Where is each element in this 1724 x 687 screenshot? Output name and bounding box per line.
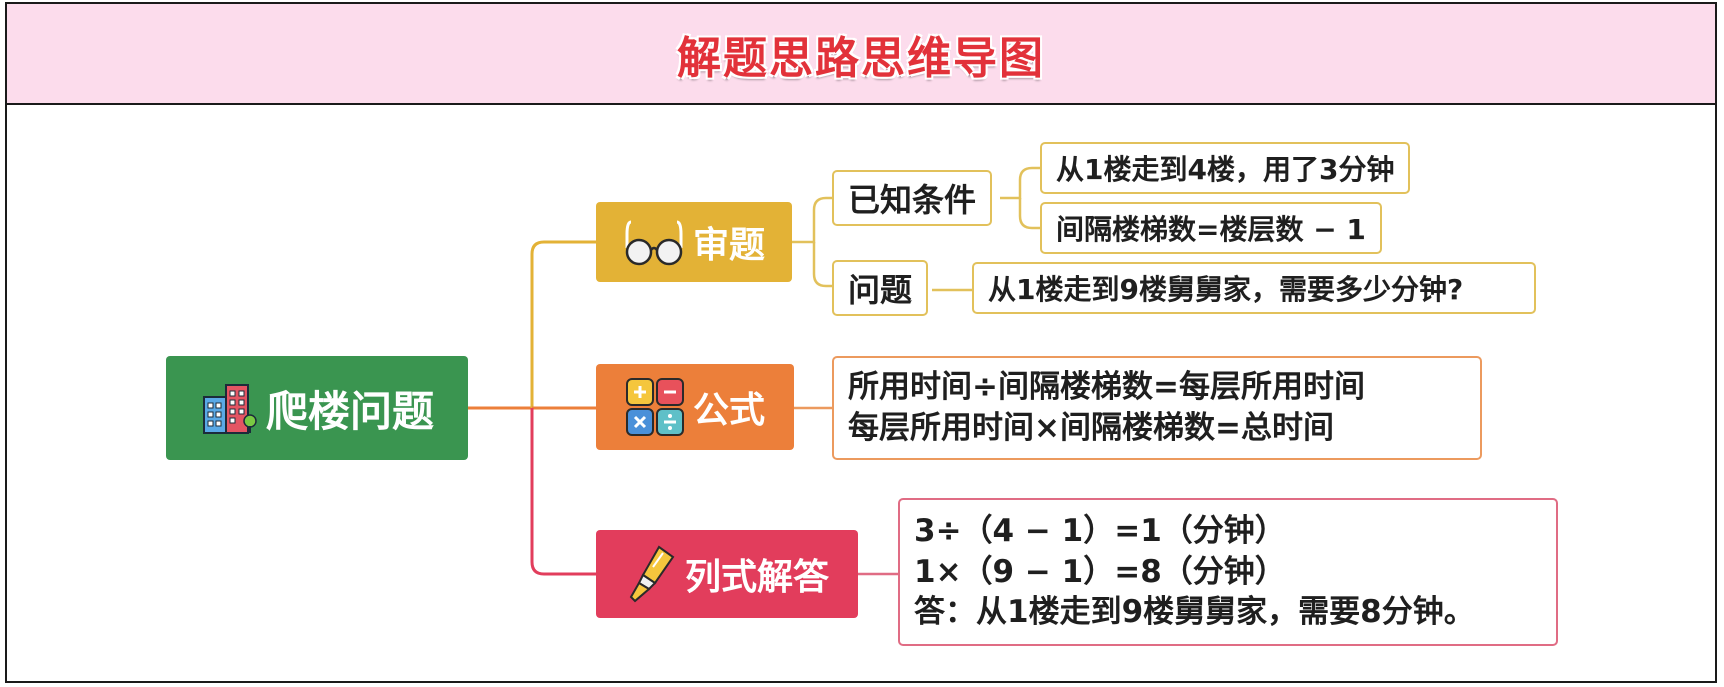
buildings-icon <box>202 384 257 434</box>
formula-line-2: 每层所用时间×间隔楼梯数=总时间 <box>848 410 1334 446</box>
question-label: 问题 <box>848 271 913 309</box>
known-conditions-label: 已知条件 <box>848 181 977 219</box>
page-title: 解题思路思维导图 <box>677 32 1045 84</box>
link-review-known <box>792 196 832 244</box>
root-label: 爬楼问题 <box>265 386 434 436</box>
branch-review[interactable]: 审题 <box>596 202 792 282</box>
solution-line-3: 答：从1楼走到9楼舅舅家，需要8分钟。 <box>914 594 1475 631</box>
branch-formula[interactable]: 公式 <box>596 364 794 450</box>
question-text: 从1楼走到9楼舅舅家，需要多少分钟? <box>988 273 1464 306</box>
solution-line-1: 3÷（4 − 1）=1（分钟） <box>914 512 1286 549</box>
known-conditions-node[interactable]: 已知条件 <box>832 170 993 226</box>
known-item-1-text: 从1楼走到4楼，用了3分钟 <box>1056 153 1395 186</box>
branch-review-label: 审题 <box>692 225 765 266</box>
highlighter-icon <box>629 545 675 603</box>
known-item-2-text: 间隔楼梯数=楼层数 − 1 <box>1056 213 1366 246</box>
header-bar: 解题思路思维导图 <box>5 2 1717 105</box>
link-to-review <box>530 240 596 408</box>
solution-text-node[interactable]: 3÷（4 − 1）=1（分钟） 1×（9 − 1）=8（分钟） 答：从1楼走到9… <box>898 498 1558 646</box>
link-to-solution <box>530 408 596 576</box>
formula-text-node[interactable]: 所用时间÷间隔楼梯数=每层所用时间 每层所用时间×间隔楼梯数=总时间 <box>832 356 1482 460</box>
link-review-question <box>812 242 832 288</box>
glasses-icon <box>625 220 683 266</box>
solution-line-2: 1×（9 − 1）=8（分钟） <box>914 553 1286 590</box>
formula-line-1: 所用时间÷间隔楼梯数=每层所用时间 <box>848 369 1365 406</box>
link-known-item2 <box>1018 198 1040 230</box>
branch-formula-label: 公式 <box>692 390 765 431</box>
branch-solution[interactable]: 列式解答 <box>596 530 858 618</box>
calculator-icon <box>625 378 684 436</box>
question-node[interactable]: 问题 <box>832 260 929 316</box>
question-text-node[interactable]: 从1楼走到9楼舅舅家，需要多少分钟? <box>972 262 1536 314</box>
root-node[interactable]: 爬楼问题 <box>166 356 468 460</box>
branch-solution-label: 列式解答 <box>684 557 829 598</box>
link-known-item1 <box>1000 166 1040 200</box>
known-item-2[interactable]: 间隔楼梯数=楼层数 − 1 <box>1040 202 1382 254</box>
known-item-1[interactable]: 从1楼走到4楼，用了3分钟 <box>1040 142 1411 194</box>
